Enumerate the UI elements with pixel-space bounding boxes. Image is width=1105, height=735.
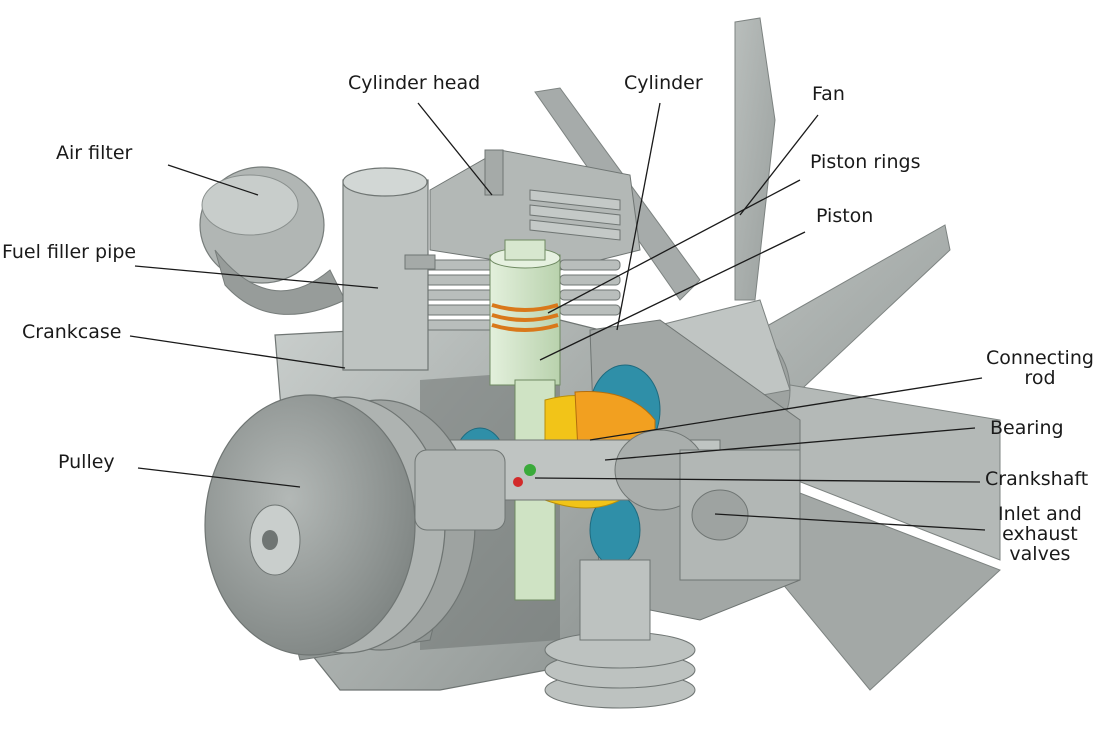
label-piston: Piston bbox=[816, 205, 874, 227]
leader-piston bbox=[539, 231, 806, 361]
label-piston-rings: Piston rings bbox=[810, 151, 921, 173]
label-valves: Inlet and exhaust valves bbox=[998, 504, 1082, 564]
fuel-filler-pipe bbox=[342, 167, 436, 371]
label-valves-line1: Inlet and bbox=[998, 503, 1082, 525]
leader-pulley bbox=[137, 467, 301, 488]
lower-cylinder bbox=[544, 559, 696, 709]
label-pulley: Pulley bbox=[58, 451, 115, 473]
label-bearing: Bearing bbox=[990, 417, 1064, 439]
label-valves-line2: exhaust bbox=[1002, 523, 1078, 545]
label-connecting-rod-line1: Connecting bbox=[986, 347, 1094, 369]
label-air-filter: Air filter bbox=[56, 142, 133, 164]
leader-fan bbox=[739, 114, 819, 216]
cylinder bbox=[424, 259, 621, 331]
leader-cylinder bbox=[616, 102, 661, 331]
label-valves-line3: valves bbox=[1009, 543, 1071, 565]
label-fan: Fan bbox=[812, 83, 845, 105]
label-connecting-rod-line2: rod bbox=[1024, 367, 1056, 389]
piston-rings bbox=[491, 303, 559, 332]
cylinder-head bbox=[429, 149, 641, 271]
air-filter bbox=[199, 166, 346, 315]
leader-piston-rings bbox=[547, 179, 801, 314]
label-crankshaft: Crankshaft bbox=[985, 468, 1089, 490]
leader-connecting-rod bbox=[589, 377, 983, 441]
leader-cylinder-head bbox=[417, 102, 493, 196]
pulley bbox=[204, 394, 506, 661]
leader-air-filter bbox=[167, 164, 259, 196]
leader-bearing bbox=[604, 427, 976, 461]
leader-crankshaft bbox=[534, 477, 981, 483]
label-fuel-filler-pipe: Fuel filler pipe bbox=[2, 241, 137, 263]
label-cylinder-head: Cylinder head bbox=[348, 72, 481, 94]
leader-crankcase bbox=[129, 335, 346, 369]
leader-fuel-filler-pipe bbox=[134, 265, 379, 289]
label-connecting-rod: Connecting rod bbox=[986, 348, 1094, 388]
fan bbox=[534, 17, 1001, 691]
leader-lines bbox=[129, 102, 986, 531]
label-cylinder: Cylinder bbox=[624, 72, 703, 94]
leader-valves bbox=[714, 513, 986, 531]
label-crankcase: Crankcase bbox=[22, 321, 122, 343]
